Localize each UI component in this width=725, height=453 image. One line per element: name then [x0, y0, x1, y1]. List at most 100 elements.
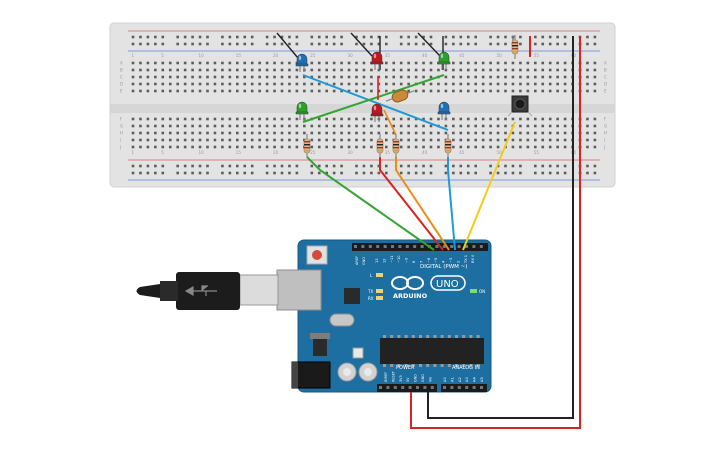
breadboard-hole: [429, 138, 433, 142]
led-lead: [350, 32, 373, 57]
breadboard-hole: [288, 124, 291, 128]
digital-pin-label: 2: [456, 261, 460, 263]
breadboard-hole: [310, 89, 314, 93]
row-letter: H: [120, 131, 123, 136]
breadboard-hole: [429, 82, 433, 86]
breadboard-hole: [325, 75, 328, 79]
led-green[interactable]: [295, 101, 309, 120]
breadboard-hole: [370, 171, 373, 175]
breadboard-hole: [139, 42, 142, 46]
breadboard-hole: [444, 164, 448, 168]
breadboard-hole: [213, 61, 217, 65]
column-number: 40: [422, 53, 428, 58]
breadboard-hole: [586, 68, 589, 72]
breadboard-hole: [519, 117, 522, 121]
breadboard-hole: [422, 131, 425, 135]
breadboard-hole: [213, 68, 217, 72]
breadboard-hole: [161, 42, 165, 46]
breadboard-hole: [213, 82, 217, 86]
breadboard-hole: [385, 164, 388, 168]
breadboard-hole: [407, 171, 410, 175]
column-number: 30: [348, 150, 354, 155]
pushbutton[interactable]: [507, 95, 533, 117]
breadboard-hole: [176, 171, 179, 175]
breadboard-hole: [548, 131, 552, 135]
led-blue[interactable]: [437, 101, 451, 120]
breadboard-hole: [526, 145, 530, 149]
breadboard-hole: [526, 75, 530, 79]
breadboard-hole: [548, 117, 552, 121]
breadboard-hole: [236, 82, 239, 86]
breadboard-hole: [139, 131, 142, 135]
breadboard-hole: [548, 42, 552, 46]
breadboard-hole: [243, 164, 247, 168]
breadboard-hole: [325, 68, 328, 72]
led-blue[interactable]: [295, 53, 309, 72]
breadboard-hole: [385, 117, 388, 121]
breadboard-hole: [191, 117, 194, 121]
breadboard-hole: [310, 61, 314, 65]
breadboard-hole: [280, 145, 284, 149]
breadboard-hole: [325, 89, 328, 93]
breadboard-hole: [295, 89, 299, 93]
led-red[interactable]: [370, 51, 384, 70]
breadboard-hole: [176, 145, 179, 149]
led-red[interactable]: [370, 103, 384, 122]
breadboard-hole: [146, 117, 150, 121]
breadboard-hole: [273, 61, 276, 65]
breadboard-hole: [459, 131, 463, 135]
breadboard-hole: [250, 117, 254, 121]
breadboard-hole: [191, 35, 194, 39]
breadboard-hole: [250, 61, 254, 65]
arduino-logo-text: ARDUINO: [393, 292, 428, 300]
breadboard-hole: [139, 68, 142, 72]
breadboard-hole: [489, 82, 492, 86]
breadboard-hole: [176, 68, 179, 72]
breadboard-hole: [563, 75, 567, 79]
breadboard-hole: [377, 131, 381, 135]
wire-red-signal: [379, 157, 444, 251]
breadboard-hole: [347, 117, 351, 121]
rx-status-led: [376, 296, 383, 300]
row-letter: G: [120, 124, 123, 129]
breadboard-hole: [459, 61, 463, 65]
breadboard-hole: [459, 171, 463, 175]
breadboard-hole: [213, 89, 217, 93]
breadboard-hole: [258, 145, 261, 149]
breadboard-hole: [221, 42, 224, 46]
breadboard-hole: [526, 82, 530, 86]
breadboard-hole: [541, 117, 545, 121]
breadboard-hole: [280, 89, 284, 93]
breadboard-hole: [295, 164, 299, 168]
breadboard-hole: [340, 61, 343, 65]
breadboard-hole: [317, 131, 321, 135]
wires: [276, 32, 581, 429]
breadboard-hole: [399, 35, 403, 39]
breadboard-hole: [332, 171, 336, 175]
breadboard-hole: [340, 164, 343, 168]
breadboard-hole: [288, 68, 291, 72]
breadboard-hole: [414, 68, 418, 72]
breadboard-hole: [489, 164, 492, 168]
breadboard-hole: [355, 61, 358, 65]
breadboard-hole: [586, 35, 589, 39]
breadboard-hole: [377, 164, 381, 168]
column-number: 55: [534, 53, 540, 58]
breadboard-hole: [183, 145, 187, 149]
breadboard-hole: [317, 68, 321, 72]
breadboard-hole: [444, 75, 448, 79]
breadboard-hole: [161, 68, 165, 72]
breadboard-hole: [131, 124, 135, 128]
row-letter: H: [604, 131, 607, 136]
breadboard-hole: [154, 164, 157, 168]
breadboard-hole: [481, 138, 485, 142]
breadboard-hole: [332, 75, 336, 79]
column-number: 10: [199, 53, 205, 58]
breadboard-hole: [519, 61, 522, 65]
led-lead: [417, 32, 441, 57]
led-green[interactable]: [437, 51, 451, 70]
breadboard-hole: [258, 117, 261, 121]
resistor: [392, 134, 400, 158]
breadboard-hole: [414, 138, 418, 142]
breadboard-hole: [280, 75, 284, 79]
